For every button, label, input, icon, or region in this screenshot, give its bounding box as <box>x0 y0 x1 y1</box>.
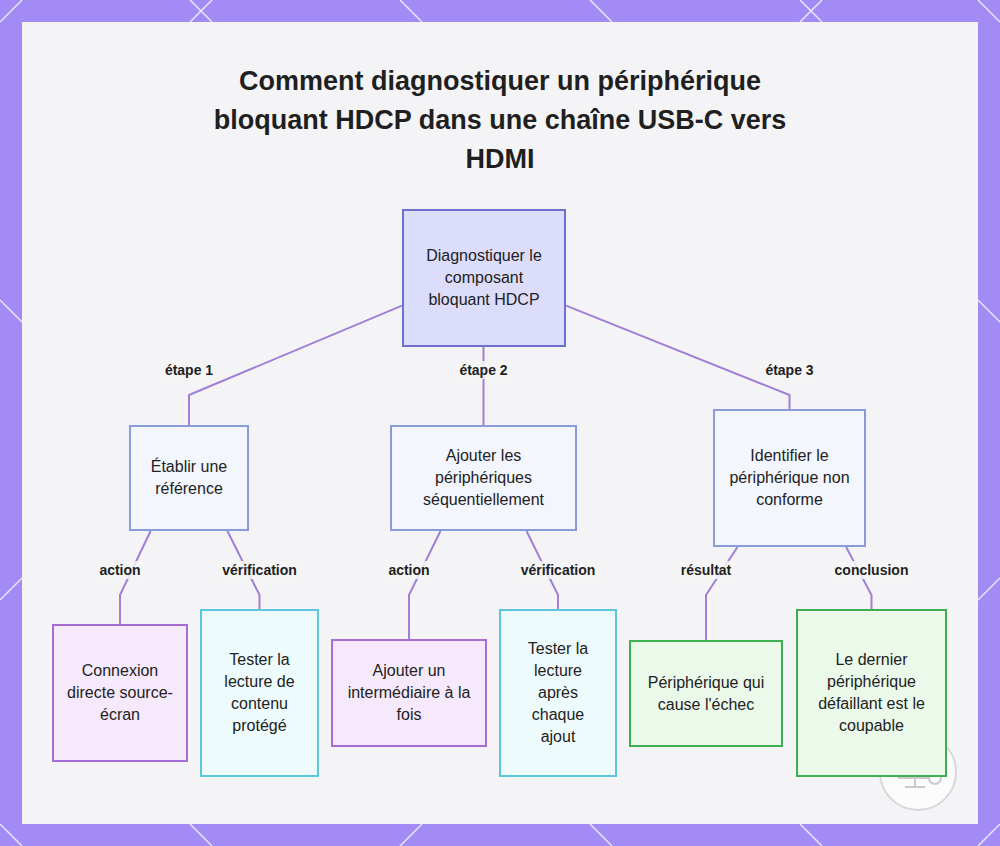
node-text: Identifier le périphérique non conforme <box>727 445 852 511</box>
title-text: Comment diagnostiquer un périphérique bl… <box>214 66 787 174</box>
edge-label: action <box>96 561 143 579</box>
result-box: Périphérique qui cause l'échec <box>629 640 783 747</box>
action-box: Ajouter un intermédiaire à la fois <box>331 639 487 747</box>
step-box: Identifier le périphérique non conforme <box>713 409 866 547</box>
connector <box>189 306 402 425</box>
node-text: Tester la lecture après chaque ajout <box>513 638 603 748</box>
step-box: Établir une référence <box>129 425 249 531</box>
node-text: Diagnostiquer le composant bloquant HDCP <box>416 245 552 311</box>
node-text: Ajouter les périphériques séquentielleme… <box>404 445 563 511</box>
root-box: Diagnostiquer le composant bloquant HDCP <box>402 209 566 347</box>
node-text: Périphérique qui cause l'échec <box>643 672 769 716</box>
result-box: Le dernier périphérique défaillant est l… <box>796 609 947 777</box>
node-text: Ajouter un intermédiaire à la fois <box>345 660 473 726</box>
connector <box>566 306 790 409</box>
check-box: Tester la lecture après chaque ajout <box>499 609 617 777</box>
edge-label: vérification <box>219 561 300 579</box>
step-box: Ajouter les périphériques séquentielleme… <box>390 425 577 531</box>
title: Comment diagnostiquer un périphérique bl… <box>210 62 790 179</box>
edge-label: vérification <box>518 561 599 579</box>
node-text: Connexion directe source-écran <box>66 660 174 726</box>
node-text: Tester la lecture de contenu protégé <box>214 649 305 737</box>
edge-label: étape 2 <box>456 361 510 379</box>
node-text: Établir une référence <box>143 456 235 500</box>
edge-label: étape 1 <box>162 361 216 379</box>
panel <box>22 22 978 824</box>
action-box: Connexion directe source-écran <box>52 624 188 762</box>
edge-label: résultat <box>678 561 735 579</box>
node-text: Le dernier périphérique défaillant est l… <box>810 649 933 737</box>
edge-label: étape 3 <box>762 361 816 379</box>
check-box: Tester la lecture de contenu protégé <box>200 609 319 777</box>
edge-label: action <box>385 561 432 579</box>
connector <box>483 347 485 425</box>
edge-label: conclusion <box>832 561 912 579</box>
connector <box>409 531 440 639</box>
